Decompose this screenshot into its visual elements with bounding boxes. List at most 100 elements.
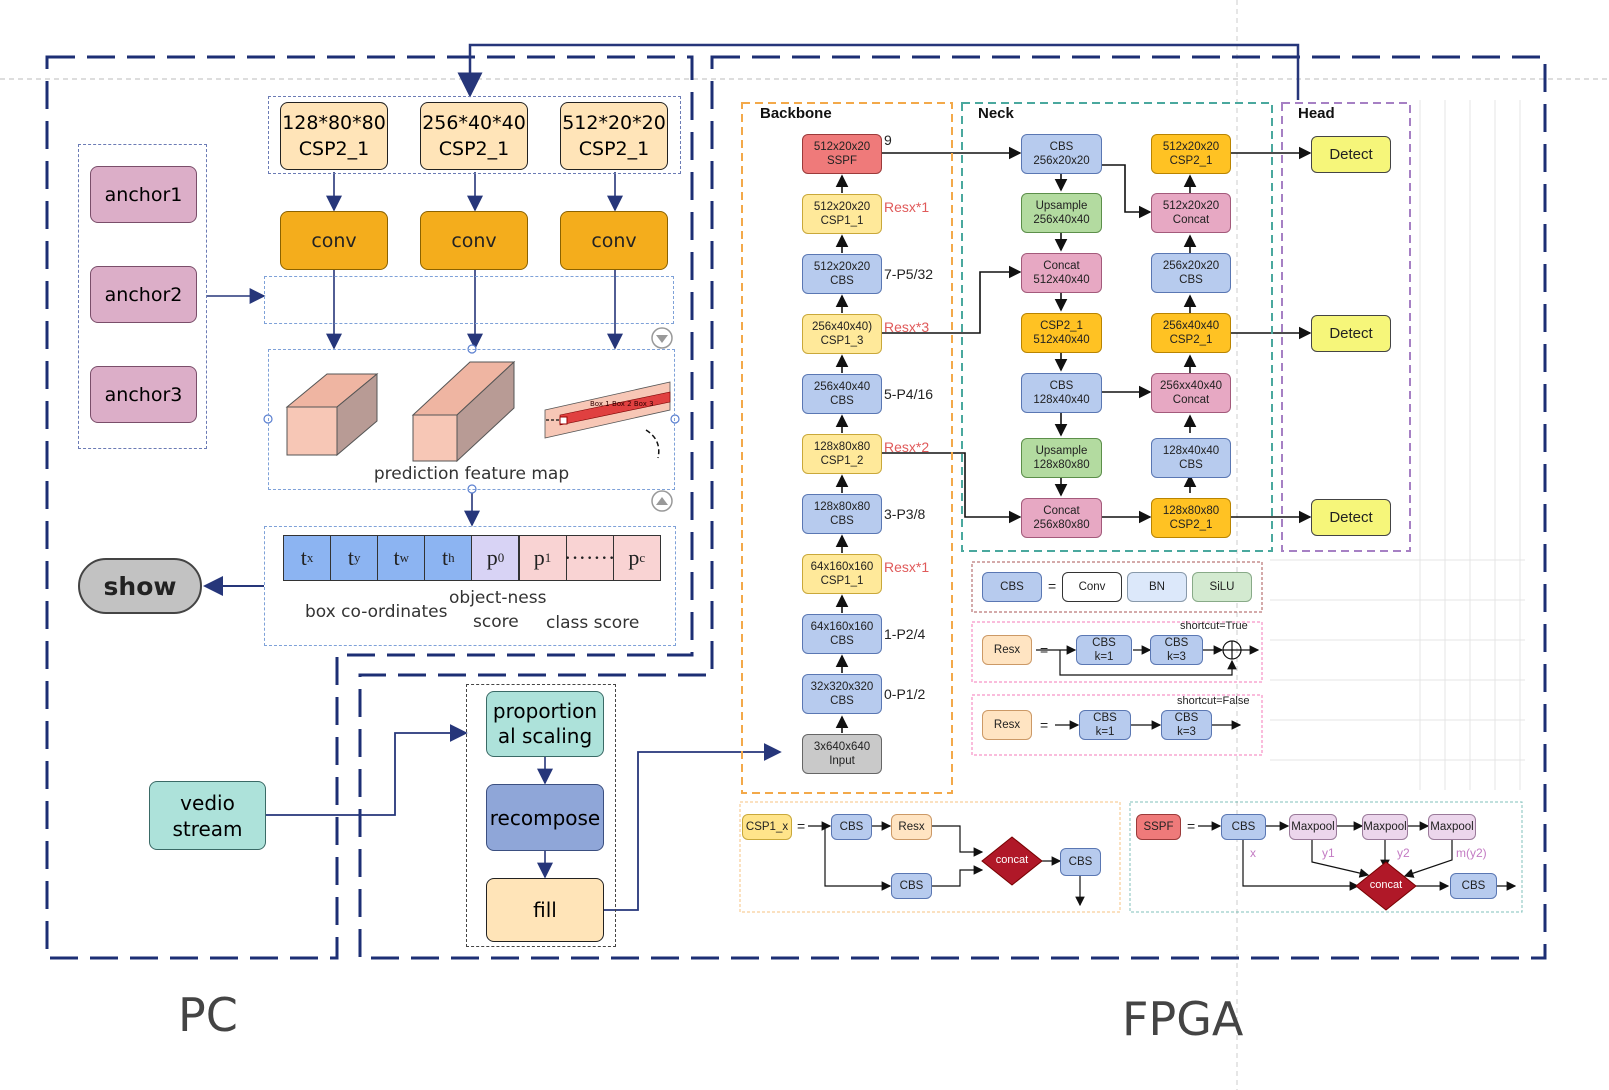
resx-count-label: Resx*1	[884, 559, 930, 575]
node-line-2: CSP1_1	[820, 215, 864, 227]
node-line-1: 3x640x640	[813, 741, 871, 753]
legend-eq: =	[1040, 717, 1049, 733]
node-line-2: CSP1_3	[820, 335, 864, 347]
output-cell-sub: 0	[497, 550, 505, 565]
output-cell-base: p	[533, 545, 545, 570]
output-cell-base: t	[442, 545, 449, 570]
node-line-2: CSP2_1	[1169, 334, 1213, 346]
backbone-stage-label: 9	[884, 132, 892, 148]
node-line-1: Upsample	[1035, 445, 1088, 457]
node-line-2: CBS	[1179, 274, 1203, 286]
csp-name: CSP2_1	[438, 138, 510, 160]
node-line-2: CSP2_1	[1169, 155, 1213, 167]
cbs-k3-line1: CBS	[1174, 712, 1199, 724]
cbs-k1-line2: k=1	[1094, 651, 1114, 663]
pc-label: PC	[178, 988, 238, 1042]
node-line-1: Concat	[1043, 260, 1080, 272]
csp-size: 256*40*40	[422, 112, 526, 134]
video-line-2: stream	[172, 816, 243, 841]
node-line-1: Upsample	[1035, 200, 1088, 212]
conv-node: conv	[420, 211, 528, 270]
shortcut-true-label: shortcut=True	[1180, 620, 1248, 632]
backbone-stage-label: 7-P5/32	[884, 266, 934, 282]
csp-size: 512*20*20	[562, 112, 666, 134]
video-stream-node: vedio stream	[149, 781, 266, 850]
cbs-k1-line1: CBS	[1092, 637, 1116, 649]
node-line-2: CBS	[830, 695, 854, 707]
output-cell-base: t	[300, 545, 307, 570]
anchor-node: anchor2	[90, 266, 197, 323]
legend-cbs-k1: CBS k=1	[1079, 710, 1131, 740]
csp1x-cbs: CBS	[831, 814, 872, 840]
output-cell-sub: x	[306, 550, 314, 565]
node-line-1: 256x40x40	[813, 381, 871, 393]
detect-node: Detect	[1311, 315, 1391, 352]
sspf-maxpool-3: Maxpool	[1428, 814, 1476, 840]
cbs-k1-line1: CBS	[1093, 712, 1117, 724]
node-line-2: Input	[829, 755, 855, 767]
resx-count-label: Resx*1	[884, 199, 930, 215]
cbs-k3-line2: k=3	[1167, 651, 1186, 663]
cbs-k3-line1: CBS	[1164, 637, 1189, 649]
sspf-name: SSPF	[1136, 814, 1181, 840]
objectness-label-1: object-ness	[449, 588, 547, 608]
csp-name: CSP2_1	[298, 138, 370, 160]
neck-left-node: CBS 256x20x20	[1021, 134, 1102, 174]
node-line-2: 256x40x40	[1033, 214, 1090, 226]
show-button[interactable]: show	[78, 558, 202, 614]
node-line-2: CBS	[830, 635, 854, 647]
sspf-maxpool-2: Maxpool	[1362, 814, 1408, 840]
legend-bn: BN	[1127, 572, 1187, 602]
node-line-2: CSP1_1	[820, 575, 864, 587]
cbs-k1-line2: k=1	[1095, 726, 1115, 738]
cube-small	[285, 372, 379, 457]
node-line-2: CSP2_1	[1169, 519, 1213, 531]
video-line-1: vedio	[180, 790, 235, 815]
cube-long	[544, 381, 671, 459]
objectness-label-2: score	[473, 612, 519, 632]
output-cell-base: p	[486, 545, 498, 570]
node-line-2: 128x40x40	[1033, 394, 1090, 406]
cube-medium	[411, 360, 516, 463]
output-cell-sub: 1	[544, 550, 552, 565]
node-line-2: 512x40x40	[1033, 274, 1090, 286]
concat-diamond	[981, 836, 1043, 886]
node-line-2: CBS	[1179, 459, 1203, 471]
node-line-1: 256x40x40	[1162, 320, 1220, 332]
neck-left-node: Upsample 256x40x40	[1021, 193, 1102, 233]
backbone-node: 256x40x40)CSP1_3	[802, 314, 882, 354]
class-score-label: class score	[546, 613, 640, 633]
proportional-scaling-node: proportion al scaling	[486, 691, 604, 757]
mini-box-3: Box 3	[633, 400, 654, 408]
node-line-1: 256x20x20	[1162, 260, 1220, 272]
legend-cbs-k3: CBS k=3	[1161, 710, 1212, 740]
backbone-title: Backbone	[760, 105, 832, 122]
node-line-2: Concat	[1172, 394, 1210, 406]
node-line-2: 256x20x20	[1033, 155, 1090, 167]
node-line-1: 256xx40x40	[1159, 380, 1223, 392]
head-title: Head	[1298, 105, 1335, 122]
node-line-1: CBS	[1049, 141, 1074, 153]
shortcut-false-label: shortcut=False	[1177, 695, 1250, 707]
csp-name: CSP2_1	[578, 138, 650, 160]
preprocess-frame	[466, 684, 616, 947]
node-line-2: SSPF	[826, 155, 858, 167]
